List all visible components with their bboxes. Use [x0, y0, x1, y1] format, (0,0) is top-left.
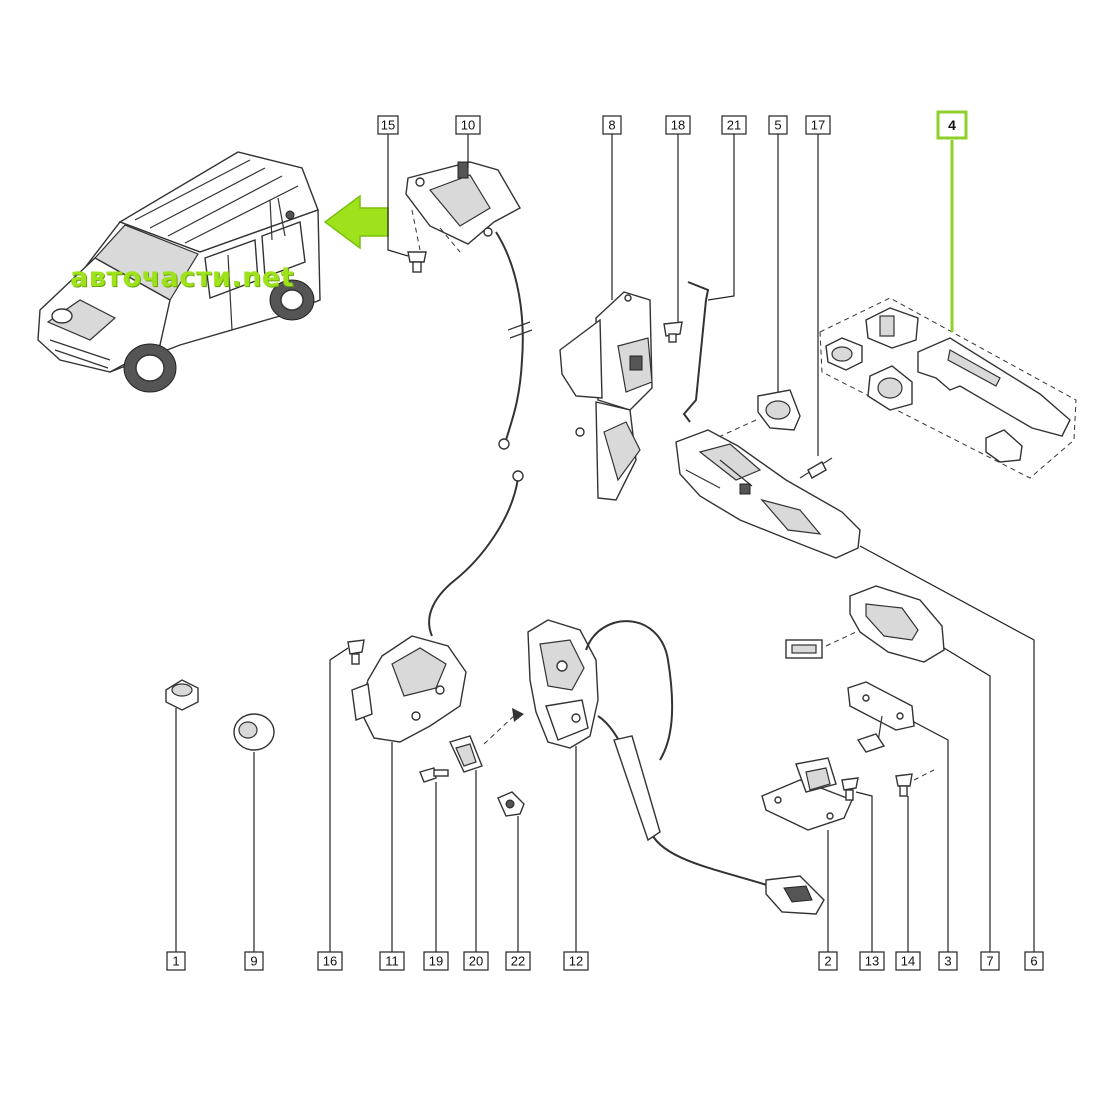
part-10-hinge-lock — [405, 161, 521, 245]
svg-text:17: 17 — [811, 118, 825, 133]
part-11-lower-lock — [351, 635, 467, 743]
svg-text:2: 2 — [824, 954, 831, 969]
part-2-switch — [761, 757, 853, 831]
part-15-screw — [407, 251, 427, 273]
callout-17: 17 — [805, 115, 831, 135]
callout-20: 20 — [463, 951, 489, 971]
svg-text:10: 10 — [461, 118, 475, 133]
part-19-screw — [419, 767, 449, 783]
callout-21: 21 — [721, 115, 747, 135]
callout-7: 7 — [980, 951, 1000, 971]
svg-text:14: 14 — [901, 954, 915, 969]
callout-4-highlighted: 4 — [936, 110, 968, 140]
vehicle-illustration — [37, 151, 321, 393]
callout-10: 10 — [455, 115, 481, 135]
callout-11: 11 — [379, 951, 405, 971]
callout-22: 22 — [505, 951, 531, 971]
callout-8: 8 — [602, 115, 622, 135]
watermark-logo: автoчасти.net — [70, 262, 295, 293]
part-4-kit-outline — [819, 297, 1077, 479]
svg-text:20: 20 — [469, 954, 483, 969]
part-21-rod — [682, 281, 710, 423]
part-1-grommet — [165, 679, 199, 711]
callout-12: 12 — [563, 951, 589, 971]
svg-text:4: 4 — [948, 117, 956, 133]
callout-1: 1 — [166, 951, 186, 971]
svg-text:15: 15 — [381, 118, 395, 133]
svg-text:18: 18 — [671, 118, 685, 133]
part-8-lock-striker — [559, 291, 653, 501]
part-22-clip — [497, 791, 525, 817]
svg-text:5: 5 — [774, 118, 781, 133]
svg-text:13: 13 — [865, 954, 879, 969]
callout-15: 15 — [377, 115, 399, 135]
part-12-lock-actuator — [527, 619, 599, 749]
svg-text:21: 21 — [727, 118, 741, 133]
part-20-retainer — [449, 735, 483, 773]
svg-text:8: 8 — [608, 118, 615, 133]
svg-text:19: 19 — [429, 954, 443, 969]
gasket-icon — [785, 639, 823, 659]
part-6-handle-frame — [675, 429, 861, 559]
svg-text:16: 16 — [323, 954, 337, 969]
svg-text:1: 1 — [172, 954, 179, 969]
svg-text:6: 6 — [1030, 954, 1037, 969]
svg-text:12: 12 — [569, 954, 583, 969]
callout-2: 2 — [818, 951, 838, 971]
part-4-handle-kit — [825, 307, 1071, 463]
callout-9: 9 — [244, 951, 264, 971]
callout-3: 3 — [938, 951, 958, 971]
part-5-cap — [757, 389, 801, 431]
leader-lines — [175, 134, 1035, 952]
svg-text:11: 11 — [385, 954, 399, 969]
callout-16: 16 — [317, 951, 343, 971]
callout-14: 14 — [895, 951, 921, 971]
callout-19: 19 — [423, 951, 449, 971]
part-13-screw — [841, 777, 859, 801]
part-14-screw — [895, 773, 913, 797]
part-17-pin — [799, 457, 833, 479]
callout-18: 18 — [665, 115, 691, 135]
connector-icon — [765, 875, 825, 915]
part-3-bracket — [847, 681, 915, 753]
release-cable-upper — [495, 231, 524, 441]
callout-6: 6 — [1024, 951, 1044, 971]
part-16-clip — [347, 639, 365, 665]
part-9-bushing — [233, 713, 275, 751]
callout-13: 13 — [859, 951, 885, 971]
callout-5: 5 — [768, 115, 788, 135]
part-18-screw — [663, 321, 683, 343]
part-7-interior-handle — [849, 585, 945, 663]
svg-text:9: 9 — [250, 954, 257, 969]
svg-text:3: 3 — [944, 954, 951, 969]
green-arrow-icon — [323, 194, 389, 250]
svg-text:22: 22 — [511, 954, 525, 969]
actuator-cable — [585, 620, 674, 761]
release-cable-lower — [428, 477, 519, 637]
svg-text:7: 7 — [986, 954, 993, 969]
